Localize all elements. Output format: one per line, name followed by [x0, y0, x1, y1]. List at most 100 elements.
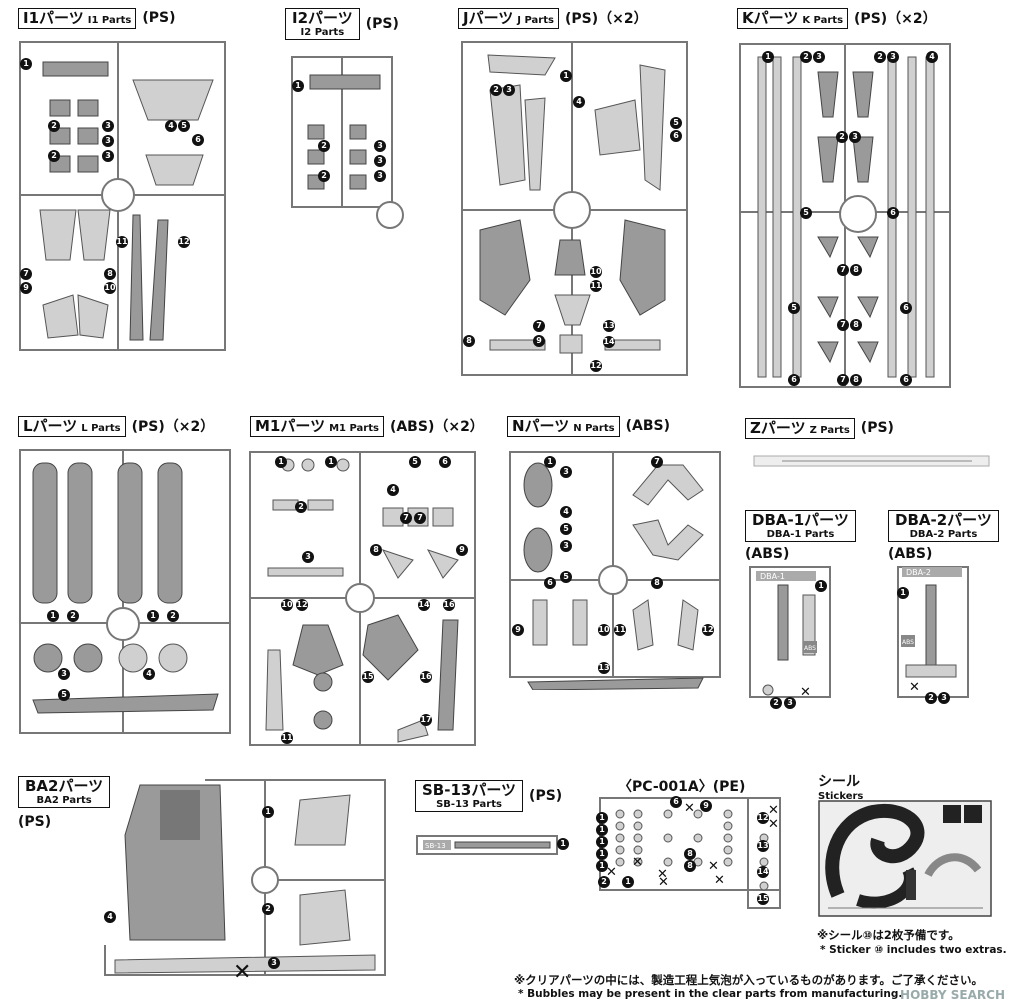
part-number: 7 [533, 320, 545, 332]
part-number: 9 [533, 335, 545, 347]
part-number: 11 [281, 732, 293, 744]
sb13-runner-tag: SB-13 [425, 842, 446, 850]
part-number: 3 [560, 466, 572, 478]
part-number: 2 [318, 170, 330, 182]
part-number: 2 [262, 903, 274, 915]
part-number: 9 [700, 800, 712, 812]
sb13-runner: SB-13 [415, 832, 560, 860]
part-number: 1 [622, 876, 634, 888]
cross-mark-icon: ✕ [233, 960, 252, 985]
part-number: 11 [116, 236, 128, 248]
cross-mark-icon: ✕ [768, 817, 779, 832]
cross-mark-icon: ✕ [768, 803, 779, 818]
part-number: 3 [58, 668, 70, 680]
k-runner [738, 42, 953, 392]
part-number: 6 [439, 456, 451, 468]
part-number: 6 [900, 374, 912, 386]
sticker-sheet [818, 800, 993, 918]
part-number: 8 [463, 335, 475, 347]
part-number: 8 [370, 544, 382, 556]
part-number: 1 [262, 806, 274, 818]
part-number: 7 [400, 512, 412, 524]
cross-mark-icon: ✕ [632, 855, 643, 870]
part-number: 7 [20, 268, 32, 280]
part-number: 4 [143, 668, 155, 680]
dba2-runner: DBA-2 ABS [896, 565, 976, 705]
stickers-label: シール Stickers [818, 774, 864, 802]
cross-mark-icon: ✕ [657, 867, 668, 882]
part-number: 6 [887, 207, 899, 219]
part-number: 14 [757, 866, 769, 878]
part-number: 1 [815, 580, 827, 592]
part-number: 10 [598, 624, 610, 636]
part-number: 3 [374, 155, 386, 167]
part-number: 1 [560, 70, 572, 82]
sticker-note-en: * Sticker ⑩ includes two extras. [820, 944, 1007, 956]
pc001a-label: 〈PC-001A〉(PE) [618, 779, 746, 795]
part-number: 3 [374, 170, 386, 182]
cross-mark-icon: ✕ [684, 801, 695, 816]
part-number: 5 [178, 120, 190, 132]
part-number: 1 [47, 610, 59, 622]
part-number: 3 [503, 84, 515, 96]
part-number: 2 [318, 140, 330, 152]
part-number: 5 [788, 302, 800, 314]
cross-mark-icon: ✕ [658, 875, 669, 890]
part-number: 6 [192, 134, 204, 146]
part-number: 3 [938, 692, 950, 704]
part-number: 1 [596, 824, 608, 836]
part-number: 6 [670, 130, 682, 142]
part-number: 1 [762, 51, 774, 63]
part-number: 1 [596, 812, 608, 824]
part-number: 1 [325, 456, 337, 468]
part-number: 3 [102, 120, 114, 132]
dba1-runner-tag: DBA-1 [760, 572, 785, 581]
part-number: 3 [268, 957, 280, 969]
part-number: 6 [788, 374, 800, 386]
part-number: 12 [296, 599, 308, 611]
part-number: 8 [651, 577, 663, 589]
part-number: 17 [420, 714, 432, 726]
part-number: 4 [104, 911, 116, 923]
part-number: 15 [362, 671, 374, 683]
part-number: 10 [104, 282, 116, 294]
part-number: 2 [67, 610, 79, 622]
part-number: 5 [800, 207, 812, 219]
part-number: 7 [837, 374, 849, 386]
part-number: 6 [670, 796, 682, 808]
part-number: 2 [925, 692, 937, 704]
cross-mark-icon: ✕ [800, 685, 811, 700]
part-number: 8 [850, 374, 862, 386]
part-number: 4 [387, 484, 399, 496]
part-number: 2 [770, 697, 782, 709]
part-number: 13 [757, 840, 769, 852]
part-number: 9 [456, 544, 468, 556]
part-number: 3 [102, 150, 114, 162]
part-number: 4 [573, 96, 585, 108]
part-number: 1 [544, 456, 556, 468]
i2-runner [290, 55, 410, 235]
part-number: 2 [48, 150, 60, 162]
part-number: 8 [850, 319, 862, 331]
part-number: 12 [590, 360, 602, 372]
part-number: 8 [104, 268, 116, 280]
part-number: 1 [292, 80, 304, 92]
part-number: 2 [48, 120, 60, 132]
part-number: 12 [702, 624, 714, 636]
cross-mark-icon: ✕ [714, 873, 725, 888]
n-runner [508, 450, 723, 690]
pc001a-runner [598, 796, 788, 911]
part-number: 6 [544, 577, 556, 589]
j-runner [460, 40, 690, 380]
m1-runner [248, 450, 483, 750]
z-runner [752, 452, 992, 472]
part-number: 4 [926, 51, 938, 63]
